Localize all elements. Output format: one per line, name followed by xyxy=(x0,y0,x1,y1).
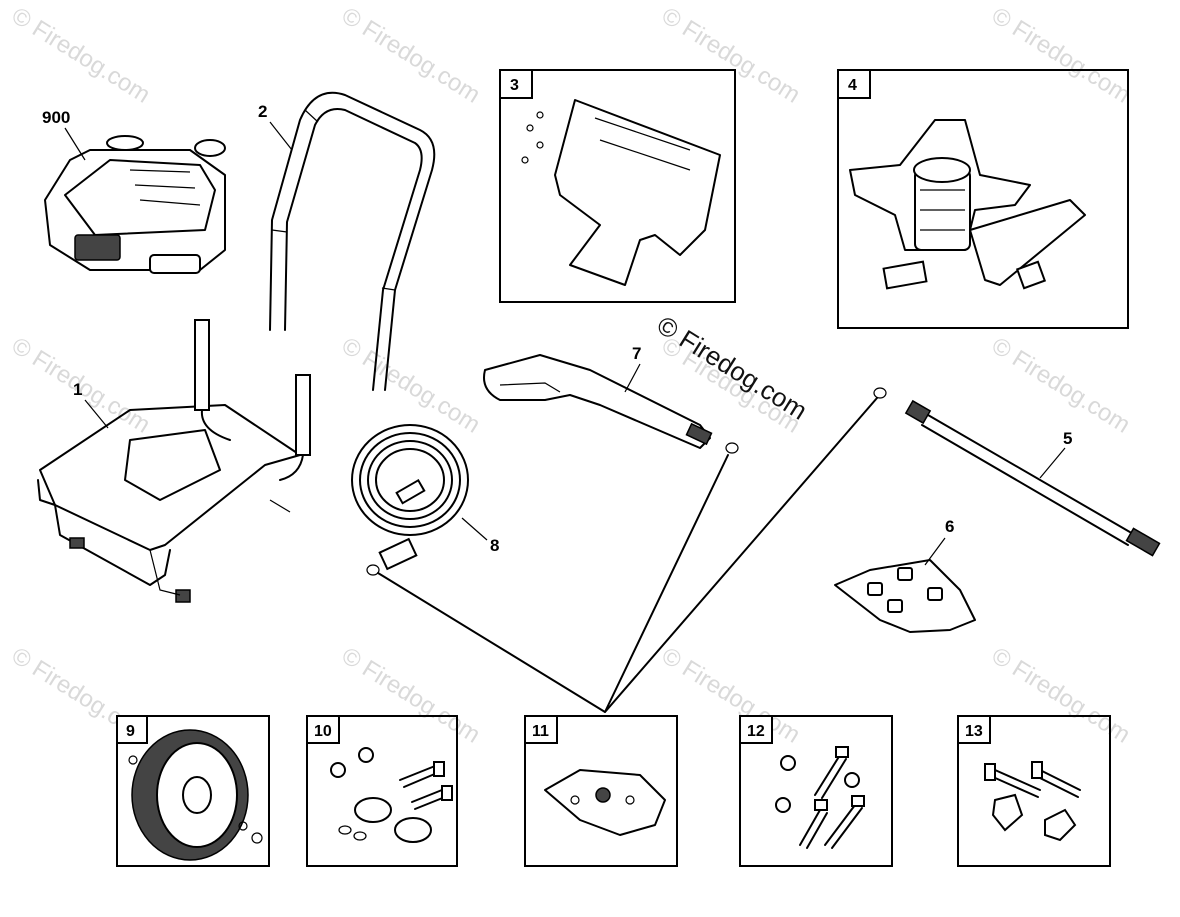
box-11[interactable]: 11 xyxy=(524,715,678,867)
callout-6: 6 xyxy=(945,517,954,536)
watermark-text: © Firedog.com xyxy=(657,642,805,748)
callout-5: 5 xyxy=(1063,429,1072,448)
box-label-11: 11 xyxy=(532,723,549,740)
watermark-text: © Firedog.com xyxy=(987,2,1135,108)
callout-1: 1 xyxy=(73,380,82,399)
part-6-nozzles[interactable]: 6 xyxy=(834,517,976,633)
box-label-10: 10 xyxy=(314,723,332,740)
box-label-3: 3 xyxy=(510,77,519,94)
callout-900: 900 xyxy=(42,108,70,127)
box-label-4: 4 xyxy=(848,77,857,94)
callout-7: 7 xyxy=(632,344,641,363)
watermark-text: © Firedog.com xyxy=(7,2,155,108)
part-5-wand[interactable]: 5 xyxy=(873,387,1161,557)
watermark-text: © Firedog.com xyxy=(987,332,1135,438)
box-10[interactable]: 10 xyxy=(306,715,458,867)
part-1-frame[interactable]: 1 xyxy=(37,319,311,603)
box-label-12: 12 xyxy=(747,723,765,740)
callout-8: 8 xyxy=(490,536,499,555)
part-8-hose[interactable]: 8 xyxy=(351,424,499,576)
watermark-text: © Firedog.com xyxy=(987,642,1135,748)
part-7-spray-gun[interactable]: 7 xyxy=(483,344,739,454)
watermark-text: © Firedog.com xyxy=(657,2,805,108)
box-3[interactable]: 3 xyxy=(499,69,736,303)
watermark-text: © Firedog.com xyxy=(337,332,485,438)
part-2-handle[interactable]: 2 xyxy=(258,91,436,391)
box-12[interactable]: 12 xyxy=(739,715,893,867)
watermark-text: © Firedog.com xyxy=(337,642,485,748)
callout-2: 2 xyxy=(258,102,267,121)
center-watermark: © Firedog.com xyxy=(652,310,813,426)
box-11-leader-lines xyxy=(377,397,878,713)
watermark-text: © Firedog.com xyxy=(337,2,485,108)
box-13[interactable]: 13 xyxy=(957,715,1111,867)
box-9[interactable]: 9 xyxy=(116,715,270,867)
box-label-13: 13 xyxy=(965,723,983,740)
box-4[interactable]: 4 xyxy=(837,69,1129,329)
box-label-9: 9 xyxy=(126,723,135,740)
part-900-engine[interactable]: 900 xyxy=(42,108,226,274)
